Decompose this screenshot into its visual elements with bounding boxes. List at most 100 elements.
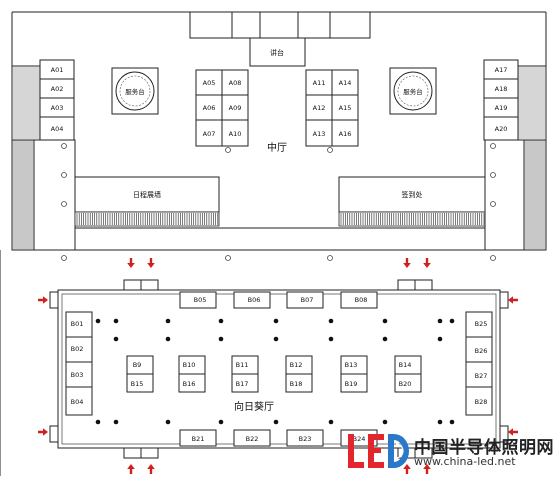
- pillar-dot: [437, 318, 443, 324]
- pillar-dot: [328, 318, 334, 324]
- booth-B13: B13: [345, 361, 358, 369]
- booth-B18: B18: [290, 380, 303, 388]
- booth-B03: B03: [71, 371, 84, 379]
- entrance-arrow-icon: [508, 428, 518, 436]
- podium-label: 讲台: [270, 48, 284, 57]
- booth-B11: B11: [236, 361, 249, 369]
- watermark-title: 中国半导体照明网: [414, 438, 554, 458]
- hatch-strips: [74, 211, 486, 227]
- booth-A13: A13: [313, 130, 326, 138]
- booth-A04: A04: [51, 125, 64, 133]
- booth-B15: B15: [131, 380, 144, 388]
- booth-A18: A18: [495, 85, 508, 93]
- booth-B27: B27: [475, 372, 488, 380]
- pillar-dot: [95, 419, 101, 425]
- pillar-dot: [382, 419, 388, 425]
- left-wall-block: [11, 139, 35, 251]
- pillar-dot: [165, 336, 171, 342]
- entrance-arrow-icon: [508, 296, 518, 304]
- booth-A03: A03: [51, 104, 64, 112]
- booth-group-a-right: A17 A18 A19 A20: [483, 59, 519, 141]
- booth-B23: B23: [299, 435, 312, 443]
- exhibition-wall: 日程展墙: [74, 176, 220, 213]
- middle-hall-label: 中厅: [267, 141, 287, 154]
- entrance-arrow-icon: [423, 258, 431, 268]
- booth-A19: A19: [495, 104, 508, 112]
- booth-A05: A05: [203, 79, 216, 87]
- service-desk-left: 服务台: [111, 67, 159, 115]
- pillar-dot: [113, 419, 119, 425]
- booth-B02: B02: [71, 345, 84, 353]
- sunflower-hall-label: 向日葵厅: [234, 400, 274, 413]
- pillar-dot: [165, 318, 171, 324]
- pillar-dot: [273, 419, 279, 425]
- entrance-arrow-icon: [403, 464, 411, 474]
- entrance-arrow-icon: [127, 464, 135, 474]
- booth-B24: B24: [353, 435, 366, 443]
- booth-B06: B06: [248, 296, 261, 304]
- right-upper-wall: [517, 65, 547, 141]
- watermark-url: www.china-led.net: [414, 455, 516, 468]
- booth-A11: A11: [313, 79, 326, 87]
- booth-A02: A02: [51, 85, 64, 93]
- booth-group-b-east: B25 B26 B27 B28: [465, 311, 493, 416]
- entrance-arrow-icon: [147, 464, 155, 474]
- service-desk-left-label: 服务台: [125, 87, 145, 96]
- led-logo-icon: [348, 434, 409, 468]
- entrance-arrow-icon: [403, 258, 411, 268]
- booth-B22: B22: [246, 435, 259, 443]
- booth-A16: A16: [339, 130, 352, 138]
- booth-group-b-west: B01 B02 B03 B04: [65, 311, 93, 416]
- booth-B10: B10: [183, 361, 196, 369]
- booth-A14: A14: [339, 79, 352, 87]
- entrance-arrow-icon: [147, 258, 155, 268]
- booth-group-a-left: A01 A02 A03 A04: [39, 59, 75, 141]
- pillar-dot: [218, 318, 224, 324]
- pillar-dot: [328, 336, 334, 342]
- right-wall-block: [523, 139, 547, 251]
- entrance-arrow-icon: [38, 296, 48, 304]
- booth-group-a-center-right: A11 A14 A12 A15 A13 A16: [305, 69, 359, 147]
- pillar-dot: [449, 318, 455, 324]
- pillar-dot: [437, 336, 443, 342]
- booth-A10: A10: [229, 130, 242, 138]
- pillar-dot: [382, 336, 388, 342]
- entrance-arrow-icon: [127, 258, 135, 268]
- pillar-dot: [95, 318, 101, 324]
- booth-B25: B25: [475, 320, 488, 328]
- pillar-dot: [113, 318, 119, 324]
- exhibition-wall-label: 日程展墙: [133, 190, 161, 199]
- booth-B19: B19: [345, 380, 358, 388]
- hatch-strip: [74, 211, 220, 227]
- booth-A01: A01: [51, 66, 64, 74]
- left-upper-wall: [11, 65, 41, 141]
- pillar-dot: [273, 318, 279, 324]
- pillar-dot: [382, 318, 388, 324]
- pillar-dot: [218, 336, 224, 342]
- booth-B01: B01: [71, 320, 84, 328]
- booth-B08: B08: [355, 296, 368, 304]
- booth-A12: A12: [313, 104, 326, 112]
- booth-B21: B21: [192, 435, 205, 443]
- pillar-dot: [437, 419, 443, 425]
- booth-B14: B14: [399, 361, 412, 369]
- booth-A20: A20: [495, 125, 508, 133]
- upper-columns: [61, 143, 496, 261]
- booth-group-a-center-left: A05 A08 A06 A09 A07 A10: [195, 69, 249, 147]
- booth-B07: B07: [301, 296, 314, 304]
- booth-group-b-center: B9 B15 B10 B16 B11 B17 B12 B18 B13 B19 B…: [126, 355, 422, 393]
- signin-desk: 签到处: [338, 176, 486, 213]
- booth-A15: A15: [339, 104, 352, 112]
- booth-B12: B12: [290, 361, 303, 369]
- booth-B26: B26: [475, 347, 488, 355]
- pillar-dots: [95, 318, 455, 425]
- booth-A17: A17: [495, 66, 508, 74]
- pillar-dot: [113, 336, 119, 342]
- booth-B20: B20: [399, 380, 412, 388]
- booth-B9: B9: [133, 361, 142, 369]
- signin-label: 签到处: [402, 190, 423, 199]
- booth-B04: B04: [71, 398, 84, 406]
- sunflower-hall-outline: [49, 279, 509, 459]
- booth-B17: B17: [236, 380, 249, 388]
